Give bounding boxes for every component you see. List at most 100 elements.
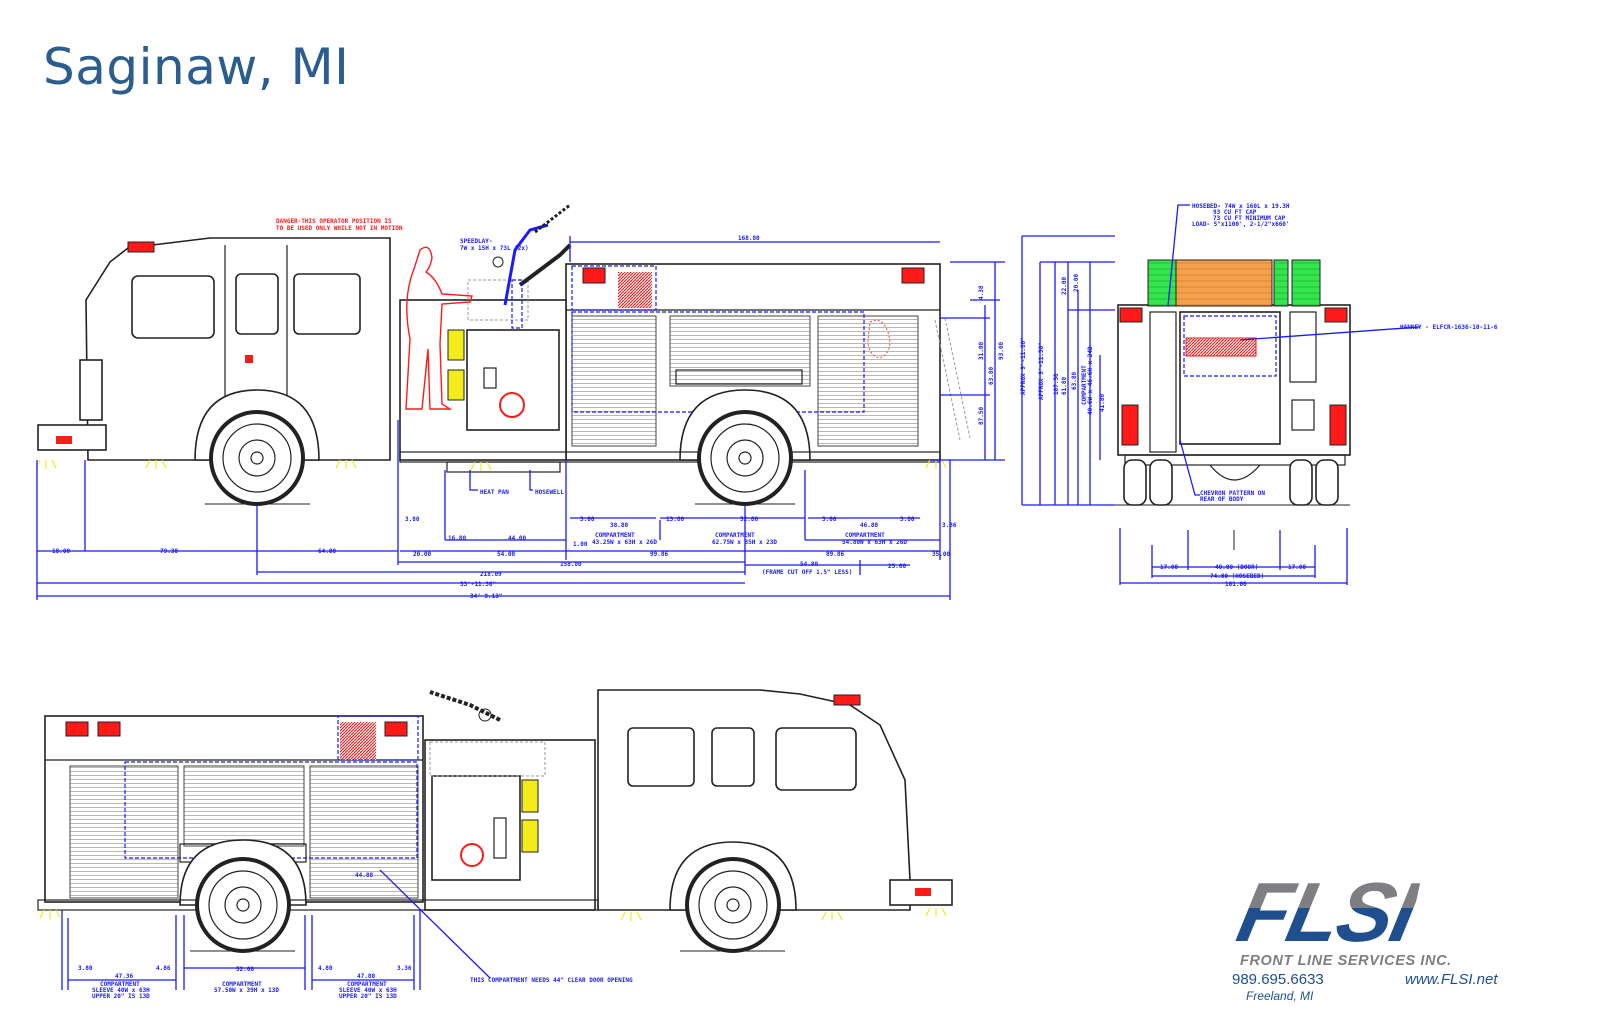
warning-light xyxy=(65,721,89,737)
dim-label: 101.00 xyxy=(1225,581,1247,588)
cab-window xyxy=(235,273,279,335)
compartment-size: 40.6W x 46.6H x 24D xyxy=(1087,346,1094,415)
compartment-size: 43.25W x 63H x 26D xyxy=(592,539,657,546)
cab-window xyxy=(293,273,361,335)
tail-light xyxy=(1329,404,1347,446)
front-wheel xyxy=(209,410,305,506)
officer-side-view: 44.88 THIS COMPARTMENT NEEDS 44" CLEAR D… xyxy=(37,689,953,1000)
dim-label: 87.50 xyxy=(978,407,985,425)
chevron-note: CHEVRON PATTERN ON xyxy=(1200,490,1265,497)
compartment-label: COMPARTMENT xyxy=(715,532,755,539)
scene-lights xyxy=(35,459,947,471)
deck-gun-monitor xyxy=(429,690,501,722)
storage-outline xyxy=(340,722,376,760)
dim-label: 3.36 xyxy=(942,522,957,529)
dim-label: 22.00 xyxy=(1061,277,1068,295)
compartment-label: COMPARTMENT xyxy=(100,981,140,988)
rear-wheel xyxy=(195,857,291,953)
dim-label: 47.80 xyxy=(357,973,375,980)
flsi-logo: FLSI FRONT LINE SERVICES INC. 989.695.66… xyxy=(1230,865,1532,1008)
pump-inlet-icon xyxy=(460,843,484,867)
roll-up-door xyxy=(69,765,179,899)
warning-light xyxy=(901,267,925,284)
dim-label: 44.00 xyxy=(508,535,526,542)
roll-up-door xyxy=(817,315,919,447)
hosebed-note: HOSEBED- 74W x 160L x 19.3H xyxy=(1192,203,1290,210)
tail-light xyxy=(1324,307,1348,323)
compartment-size: 57.50W x 39H x 13D xyxy=(214,987,279,994)
reflective-panel xyxy=(521,779,539,813)
dim-label: 63.80 xyxy=(988,367,995,385)
dim-label: 107.50 xyxy=(1053,373,1060,395)
dim-label: 3.80 xyxy=(900,516,915,523)
speedlay-note-line1: SPEEDLAY- xyxy=(460,238,493,245)
dim-label: APPROX 9'-11.50" xyxy=(1038,342,1045,400)
hose-reel-note: HANNEY - ELFCR-1636-10-11-6 xyxy=(1400,324,1498,331)
company-name: FRONT LINE SERVICES INC. xyxy=(1240,953,1452,969)
light-bar xyxy=(127,241,155,253)
reflective-panel xyxy=(447,329,465,361)
dim-label: 3.80 xyxy=(78,965,93,972)
compartment-label: COMPARTMENT xyxy=(1081,365,1088,405)
dim-label: 1.00 xyxy=(573,541,588,548)
heat-pan-label: HEAT PAN xyxy=(480,489,509,496)
dim-label: 3.80 xyxy=(405,516,420,523)
hosebed-note: 73 CU FT MINIMUM CAP xyxy=(1213,215,1286,222)
hosewell-label: HOSEWELL xyxy=(535,489,564,496)
dim-label: 44.88 xyxy=(355,872,373,879)
driver-side-view: DANGER-THIS OPERATOR POSITION IS TO BE U… xyxy=(35,203,1005,600)
dim-label: 31.00 xyxy=(978,342,985,360)
dim-label: 35.00 xyxy=(932,551,950,558)
dimension-lines xyxy=(36,420,951,600)
dim-label: 54.00 xyxy=(497,551,515,558)
dim-label: 54.80 xyxy=(800,561,818,568)
door-clearance-note: THIS COMPARTMENT NEEDS 44" CLEAR DOOR OP… xyxy=(470,977,633,984)
dim-label: APPROX 9'-11.80" xyxy=(1020,337,1027,395)
dim-label: 25.00 xyxy=(888,563,906,570)
dim-label: 89.86 xyxy=(826,551,844,558)
light-bar xyxy=(833,694,861,706)
dim-label: 17.00 xyxy=(1160,564,1178,571)
rear-vertical-dims: APPROX 9'-11.80" APPROX 9'-11.50" 107.50… xyxy=(1020,274,1106,415)
scene-lights xyxy=(39,907,947,921)
hosebed-section xyxy=(1147,259,1177,307)
pump-inlet-icon xyxy=(499,392,525,418)
dim-label: 4.38 xyxy=(978,285,985,300)
compartment-label: COMPARTMENT xyxy=(845,532,885,539)
dim-label: 3.36 xyxy=(397,965,412,972)
compartment-size: 62.75W x 35H x 23D xyxy=(712,539,777,546)
compartment-size: SLEEVE 40W x 63H xyxy=(92,987,150,994)
compartment-size: 54.80W x 63H x 26D xyxy=(842,539,907,546)
cab-window xyxy=(711,727,755,787)
cab-window xyxy=(775,727,857,791)
website-link[interactable]: www.FLSI.net xyxy=(1405,971,1498,988)
dim-label: 4.80 xyxy=(318,965,333,972)
rear-wheel xyxy=(697,410,793,506)
cab-window xyxy=(627,727,695,787)
dim-label: 99.86 xyxy=(650,551,668,558)
hose-reel xyxy=(1185,337,1257,357)
dim-label: 34'-9.13" xyxy=(470,593,503,600)
roll-up-door xyxy=(309,765,419,899)
hosebed-section xyxy=(1273,259,1289,307)
tail-light xyxy=(1119,307,1143,323)
dim-label: 3.00 xyxy=(580,516,595,523)
dim-label: 52.86 xyxy=(740,516,758,523)
dim-label: 46.80 xyxy=(860,522,878,529)
hosebed-note: 93 CU FT CAP xyxy=(1213,209,1257,216)
compartment-label: COMPARTMENT xyxy=(347,981,387,988)
logo-mark: FLSI xyxy=(1230,865,1424,959)
dim-label: 218.09 xyxy=(480,571,502,578)
dim-label: 20.00 xyxy=(413,551,431,558)
roll-up-door xyxy=(183,765,305,847)
compartment-size: SLEEVE 40W x 63H xyxy=(339,987,397,994)
dim-label: 64.80 xyxy=(318,548,336,555)
warning-light xyxy=(97,721,121,737)
hosebed-section xyxy=(1291,259,1321,307)
dim-body-length: 168.80 xyxy=(738,235,760,242)
dim-label: 33'-11.36" xyxy=(460,581,496,588)
front-bumper xyxy=(37,424,107,451)
dim-label: 13.80 xyxy=(666,516,684,523)
deck-gun-monitor xyxy=(492,203,572,329)
operator-warning-line2: TO BE USED ONLY WHILE NOT IN MOTION xyxy=(276,225,403,232)
